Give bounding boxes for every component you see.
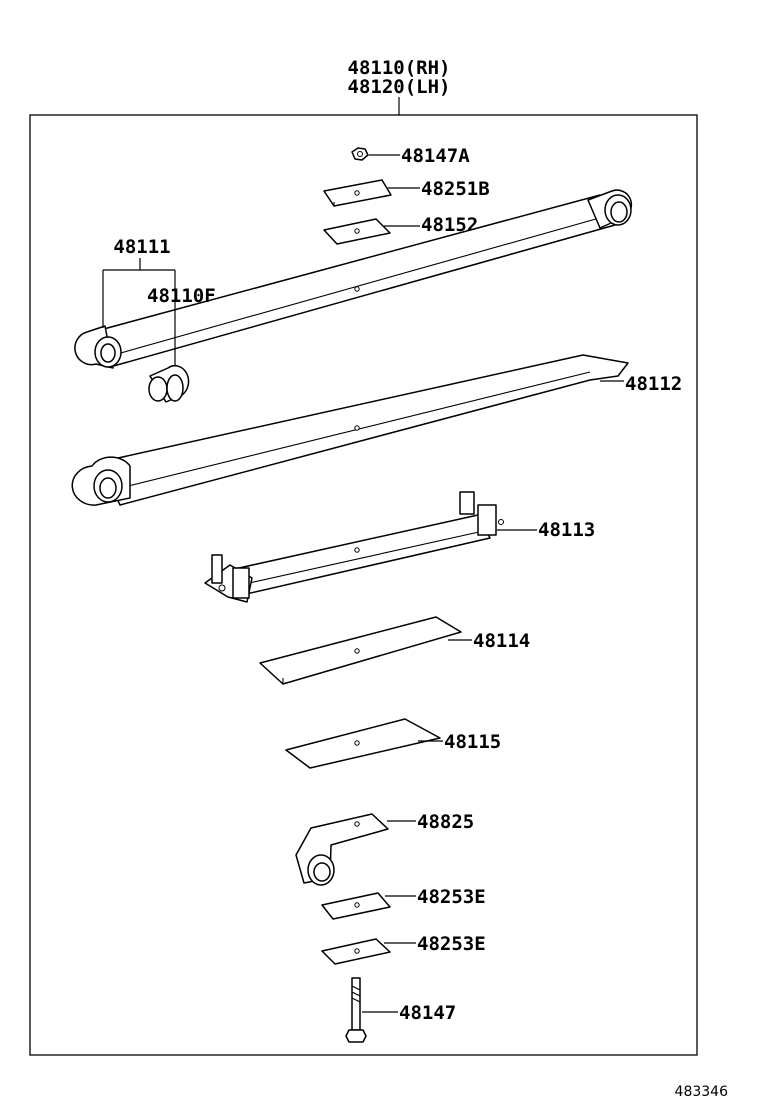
main-leaf-48111[interactable]: [74, 189, 633, 369]
third-leaf-48113[interactable]: [204, 491, 504, 603]
assembly-frame: [29, 114, 698, 1056]
plate-48253e-upper[interactable]: [321, 892, 391, 920]
bolt-48147[interactable]: [345, 977, 367, 1043]
nut-48147a[interactable]: [351, 147, 369, 161]
label-48251b: 48251B: [421, 178, 490, 200]
label-48147: 48147: [399, 1002, 456, 1024]
label-48110f: 48110F: [147, 285, 216, 307]
label-48253e-lower: 48253E: [417, 933, 486, 955]
label-48113: 48113: [538, 519, 595, 541]
bracket-48825[interactable]: [295, 813, 389, 886]
leaf-48114[interactable]: [259, 616, 462, 685]
label-48825: 48825: [417, 811, 474, 833]
diagram-ref-number: 483346: [675, 1084, 729, 1100]
leaf-48115[interactable]: [285, 718, 441, 769]
label-48111: 48111: [113, 236, 170, 258]
bushing-48110f[interactable]: [148, 365, 190, 403]
label-48115: 48115: [444, 731, 501, 753]
label-48253e-upper: 48253E: [417, 886, 486, 908]
pad-48152[interactable]: [323, 218, 391, 245]
label-48147a: 48147A: [401, 145, 470, 167]
label-48112: 48112: [625, 373, 682, 395]
second-leaf-48112[interactable]: [71, 354, 629, 506]
plate-48253e-lower[interactable]: [321, 938, 391, 965]
assembly-label-rh: 48110(RH): [348, 57, 451, 79]
plate-48251b[interactable]: [323, 179, 392, 207]
assembly-label-lh: 48120(LH): [348, 76, 451, 98]
label-48114: 48114: [473, 630, 530, 652]
label-48152: 48152: [421, 214, 478, 236]
